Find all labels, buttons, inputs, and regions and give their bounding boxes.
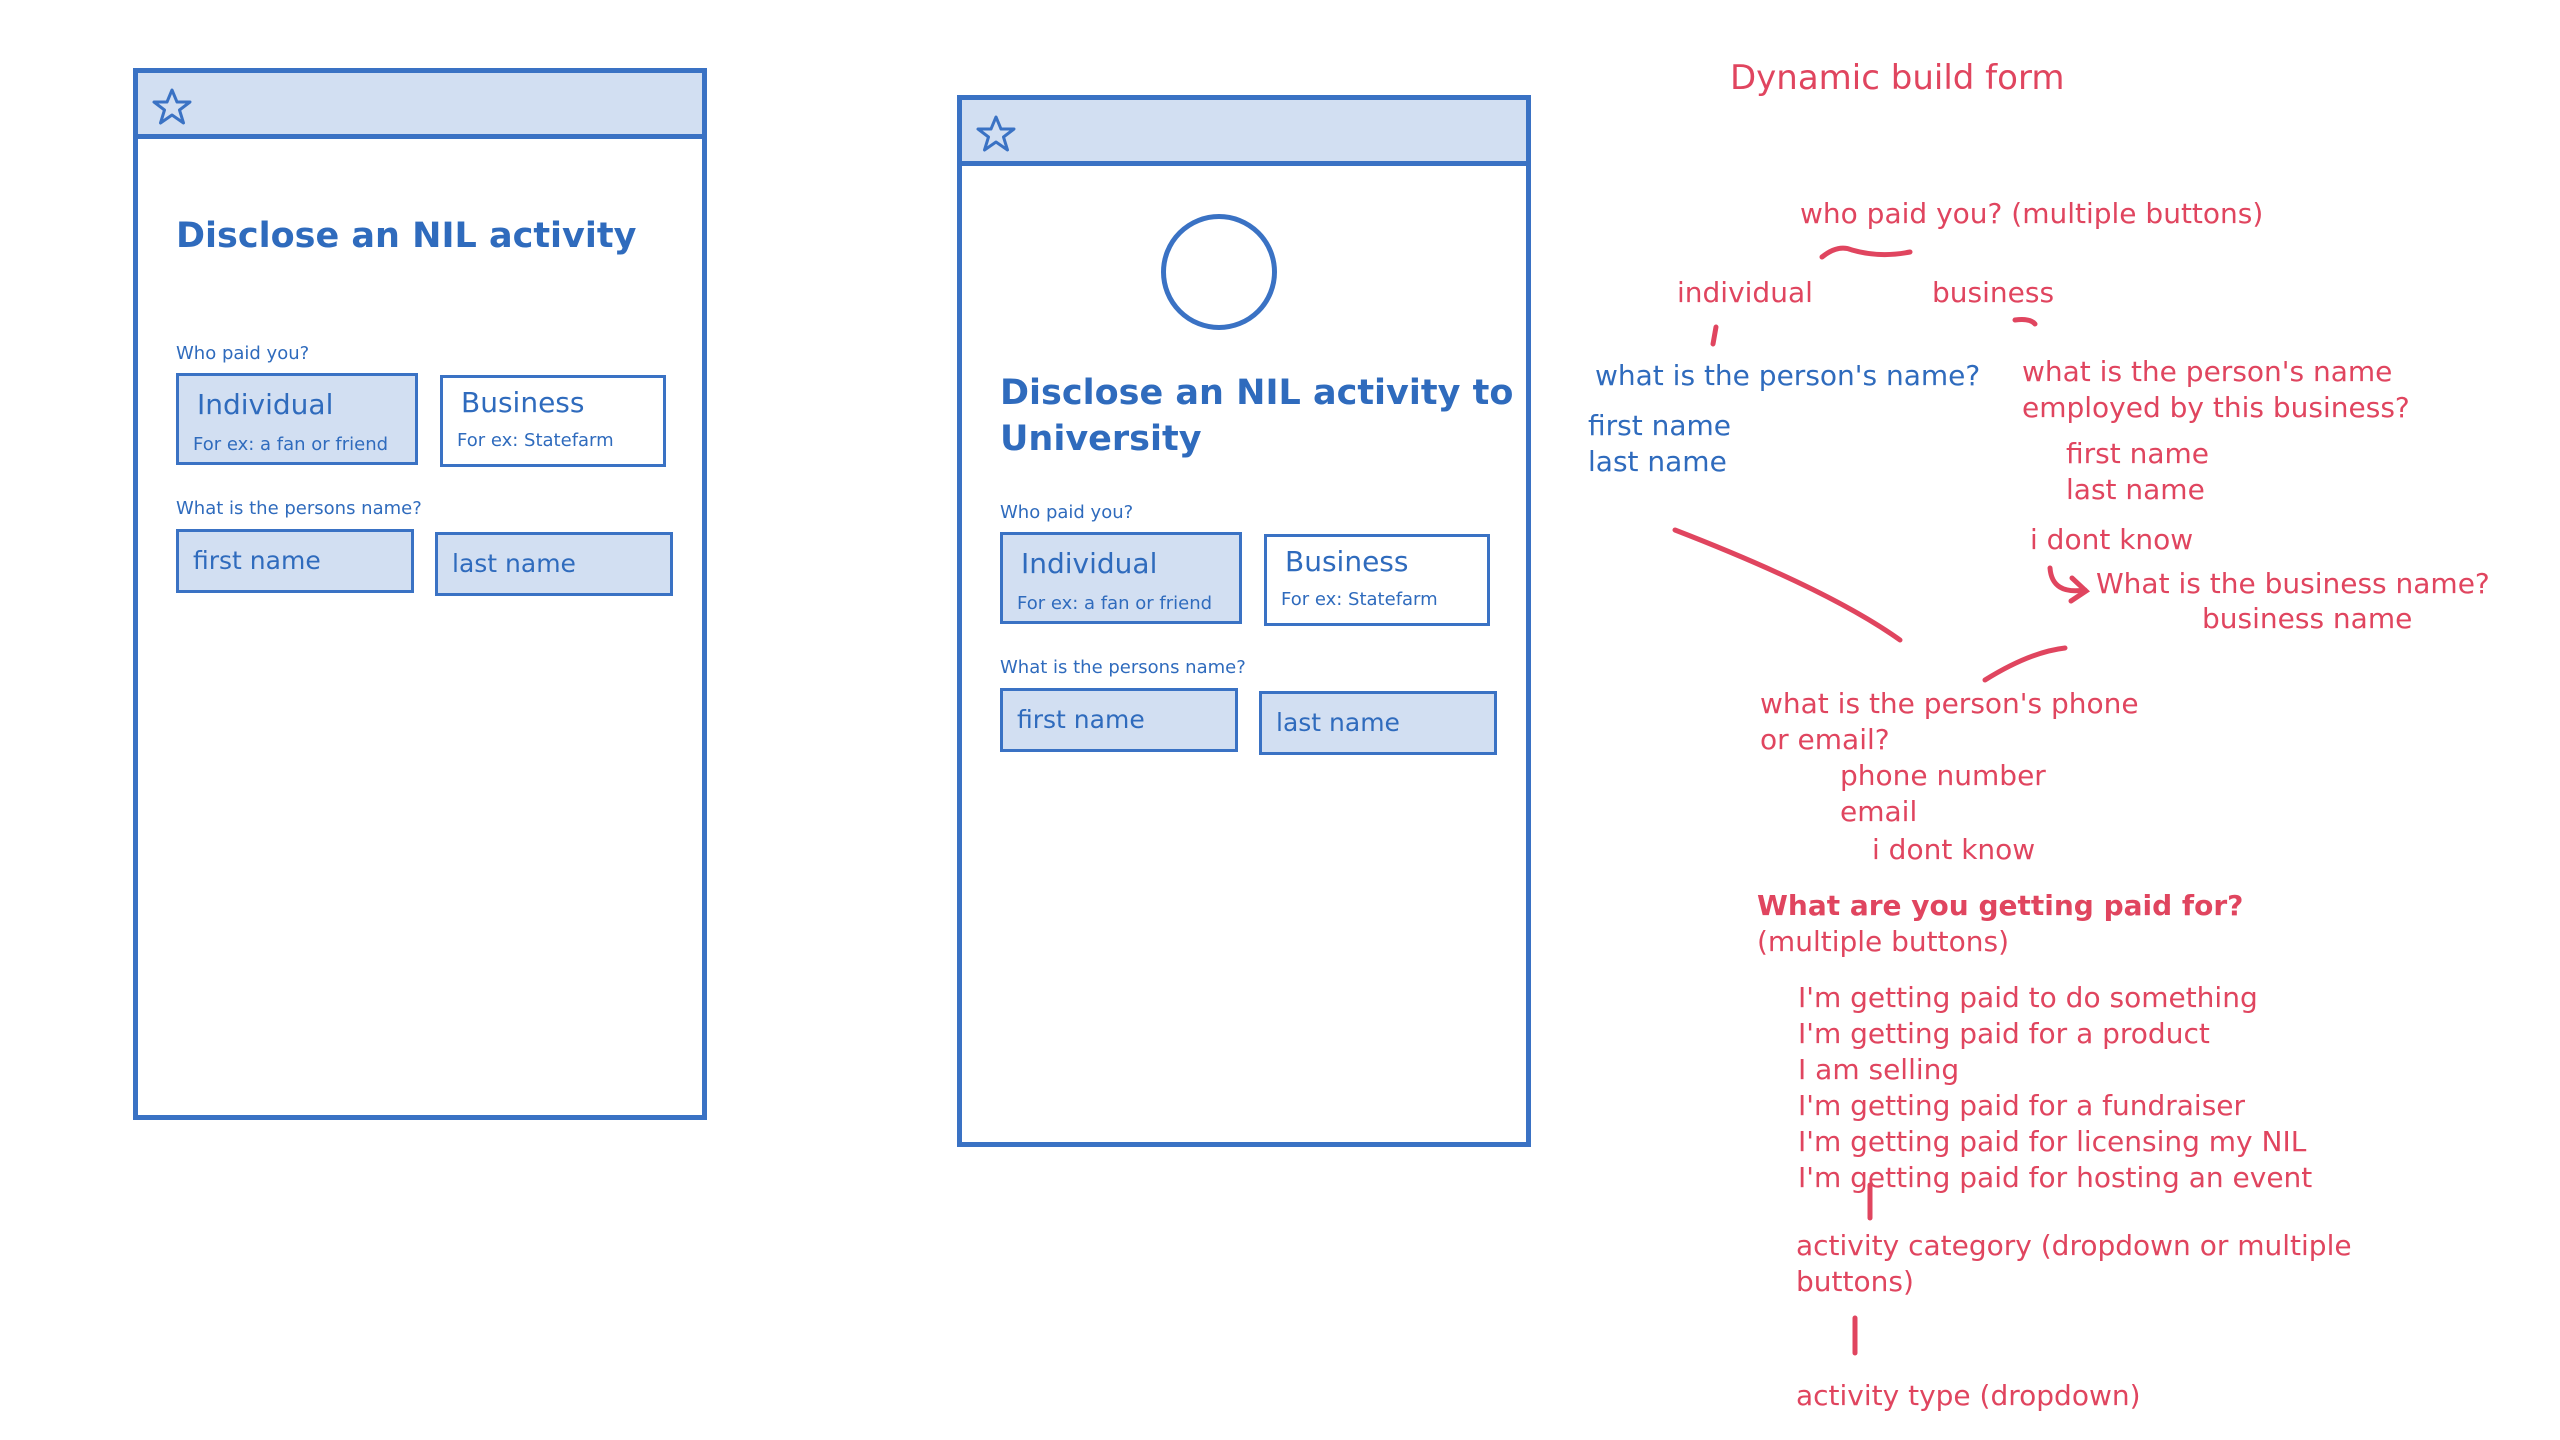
- individual-name-question: what is the person's name?: [1595, 359, 1981, 392]
- tick-individual: [1710, 324, 1719, 347]
- last-name-input[interactable]: last name: [435, 532, 673, 596]
- business-option-hint: For ex: Statefarm: [1281, 589, 1438, 610]
- last-name-placeholder: last name: [452, 549, 576, 578]
- page-title-line1: Disclose an NIL activity to: [1000, 373, 1514, 413]
- individual-branch: individual: [1677, 276, 1813, 309]
- paid-for-note: (multiple buttons): [1757, 925, 2010, 958]
- business-name: business name: [2202, 602, 2413, 635]
- first-name-placeholder: first name: [1017, 705, 1145, 734]
- paid-for-option: I'm getting paid to do something: [1798, 981, 2258, 1014]
- page-title-line2: University: [1000, 419, 1202, 459]
- first-name-input[interactable]: first name: [176, 529, 414, 593]
- app-bar: [138, 73, 702, 139]
- avatar: [1161, 214, 1277, 330]
- phone-number: phone number: [1840, 759, 2046, 792]
- activity-category-line1: activity category (dropdown or multiple: [1796, 1229, 2352, 1262]
- brace-who-paid: [1819, 245, 1913, 260]
- paid-for-option: I'm getting paid for hosting an event: [1798, 1161, 2313, 1194]
- star-icon[interactable]: [976, 114, 1016, 154]
- business-option-label: Business: [1285, 545, 1409, 578]
- contact-dont-know: i dont know: [1872, 833, 2036, 866]
- dont-know: i dont know: [2030, 523, 2194, 556]
- paid-for-option: I'm getting paid for a product: [1798, 1017, 2210, 1050]
- business-option-label: Business: [461, 386, 585, 419]
- individual-option-hint: For ex: a fan or friend: [1017, 593, 1213, 614]
- business-option-hint: For ex: Statefarm: [457, 430, 614, 451]
- wireframe-phone-right: Disclose an NIL activity to University W…: [957, 95, 1531, 1147]
- activity-category-line2: buttons): [1796, 1265, 1914, 1298]
- paid-for-option: I'm getting paid for licensing my NIL: [1798, 1125, 2307, 1158]
- business-name-question: What is the business name?: [2096, 567, 2490, 600]
- individual-option[interactable]: Individual For ex: a fan or friend: [1000, 532, 1242, 624]
- connector-business-to-contact: [1982, 645, 2068, 683]
- page-title: Disclose an NIL activity: [176, 216, 637, 256]
- contact-question-line1: what is the person's phone: [1760, 687, 2139, 720]
- individual-option-label: Individual: [197, 388, 334, 421]
- star-icon[interactable]: [152, 87, 192, 127]
- wireframe-phone-left: Disclose an NIL activity Who paid you? I…: [133, 68, 707, 1120]
- name-label: What is the persons name?: [176, 498, 422, 519]
- paid-for-question: What are you getting paid for?: [1757, 889, 2244, 922]
- individual-last-name: last name: [1588, 445, 1727, 478]
- first-name-input[interactable]: first name: [1000, 688, 1238, 752]
- individual-option-label: Individual: [1021, 547, 1158, 580]
- business-question-line1: what is the person's name: [2022, 355, 2393, 388]
- arrow-dont-know-head: [2068, 575, 2091, 604]
- name-label: What is the persons name?: [1000, 657, 1246, 678]
- paid-for-option: I'm getting paid for a fundraiser: [1798, 1089, 2246, 1122]
- first-name-placeholder: first name: [193, 546, 321, 575]
- flow-heading: Dynamic build form: [1730, 58, 2065, 98]
- connector-to-contact: [1672, 527, 1903, 643]
- tick-business: [2012, 317, 2038, 327]
- app-bar: [962, 100, 1526, 166]
- paid-for-option: I am selling: [1798, 1053, 1960, 1086]
- business-option[interactable]: Business For ex: Statefarm: [1264, 534, 1490, 626]
- arrow-dont-know: [2047, 565, 2088, 594]
- individual-first-name: first name: [1588, 409, 1732, 442]
- individual-option-hint: For ex: a fan or friend: [193, 434, 389, 455]
- activity-type: activity type (dropdown): [1796, 1379, 2141, 1412]
- who-paid-label: Who paid you?: [1000, 502, 1134, 523]
- last-name-placeholder: last name: [1276, 708, 1400, 737]
- business-option[interactable]: Business For ex: Statefarm: [440, 375, 666, 467]
- who-paid-label: Who paid you?: [176, 343, 310, 364]
- email: email: [1840, 795, 1918, 828]
- business-last-name: last name: [2066, 473, 2205, 506]
- last-name-input[interactable]: last name: [1259, 691, 1497, 755]
- who-paid-question: who paid you? (multiple buttons): [1800, 197, 2264, 230]
- individual-option[interactable]: Individual For ex: a fan or friend: [176, 373, 418, 465]
- business-first-name: first name: [2066, 437, 2210, 470]
- business-branch: business: [1932, 276, 2055, 309]
- contact-question-line2: or email?: [1760, 723, 1890, 756]
- business-question-line2: employed by this business?: [2022, 391, 2410, 424]
